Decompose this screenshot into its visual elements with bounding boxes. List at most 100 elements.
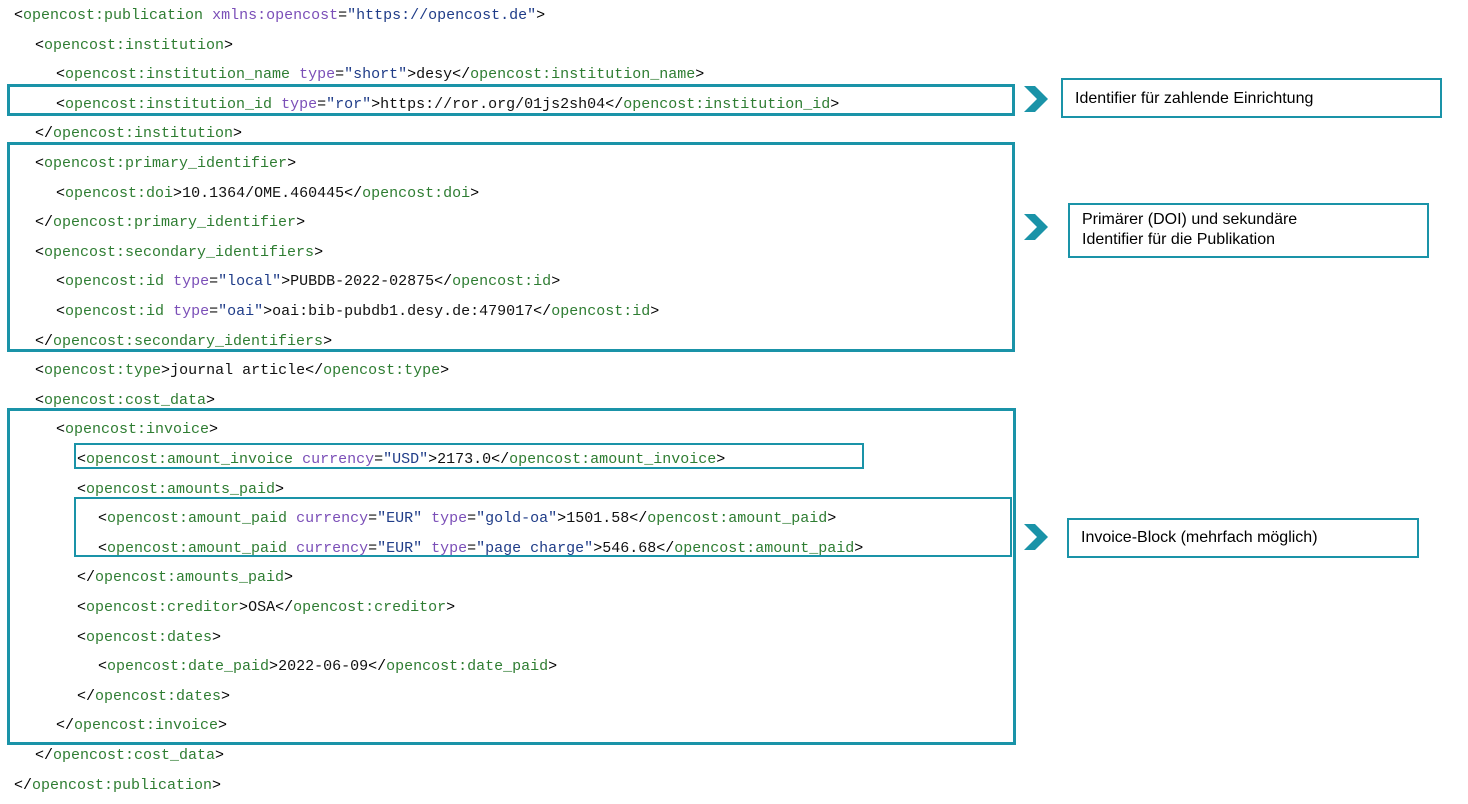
end-tag-close-bracket: > (854, 540, 864, 557)
tag-open-bracket: < (56, 96, 66, 113)
end-tag-close-bracket: > (548, 658, 558, 675)
code-line: <opencost:publication xmlns:opencost="ht… (14, 6, 545, 26)
code-line: <opencost:institution> (35, 36, 233, 56)
tag-name: opencost:primary_identifier (44, 155, 288, 172)
tag-name: opencost:institution_name (65, 66, 291, 83)
attribute-name: currency (302, 451, 375, 468)
tag-close-bracket: > (428, 451, 438, 468)
code-line: </opencost:dates> (77, 687, 230, 707)
equals-sign: = (209, 303, 219, 320)
attribute-value: "EUR" (377, 510, 423, 527)
tag-name: opencost:id (65, 273, 165, 290)
attribute-value: "page charge" (476, 540, 594, 557)
end-tag-close-bracket: > (650, 303, 660, 320)
attribute-value: "gold-oa" (476, 510, 558, 527)
code-line: <opencost:primary_identifier> (35, 154, 296, 174)
tag-open-bracket: < (77, 481, 87, 498)
code-line: <opencost:institution_name type="short">… (56, 65, 704, 85)
attribute-value: "https://opencost.de" (347, 7, 537, 24)
tag-close-bracket: > (206, 392, 216, 409)
end-tag-name: opencost:id (452, 273, 552, 290)
tag-close-bracket: > (296, 214, 306, 231)
tag-close-bracket: > (371, 96, 381, 113)
tag-name: opencost:institution_id (65, 96, 273, 113)
end-tag-close-bracket: > (716, 451, 726, 468)
tag-name: opencost:cost_data (44, 392, 207, 409)
code-line: <opencost:cost_data> (35, 391, 215, 411)
end-tag-name: opencost:date_paid (386, 658, 549, 675)
end-tag-close-bracket: > (440, 362, 450, 379)
tag-open-bracket: < (56, 273, 66, 290)
end-tag-name: opencost:doi (362, 185, 471, 202)
attribute-name: type (281, 96, 318, 113)
attribute-value: "local" (218, 273, 282, 290)
tag-name: opencost:publication (23, 7, 204, 24)
tag-name: opencost:amounts_paid (95, 569, 285, 586)
tag-name: opencost:primary_identifier (53, 214, 297, 231)
end-tag-open-bracket: </ (344, 185, 363, 202)
end-tag-name: opencost:amount_paid (674, 540, 855, 557)
attribute-name: type (173, 303, 210, 320)
tag-close-bracket: > (215, 747, 225, 764)
attribute-name: type (299, 66, 336, 83)
tag-close-bracket: > (287, 155, 297, 172)
tag-name: opencost:amount_paid (107, 540, 288, 557)
tag-name: opencost:invoice (74, 717, 219, 734)
chevron-right-icon (1024, 524, 1048, 550)
element-text: PUBDB-2022-02875 (290, 273, 435, 290)
code-line: </opencost:secondary_identifiers> (35, 332, 332, 352)
space (203, 7, 212, 24)
tag-close-bracket: > (557, 510, 567, 527)
attribute-name: xmlns:opencost (212, 7, 339, 24)
code-line: <opencost:creditor>OSA</opencost:credito… (77, 598, 455, 618)
end-tag-open-bracket: </ (656, 540, 675, 557)
code-line: <opencost:secondary_identifiers> (35, 243, 323, 263)
tag-name: opencost:doi (65, 185, 174, 202)
end-tag-open-bracket: </ (434, 273, 453, 290)
annotation-text-line-1: Primärer (DOI) und sekundäre (1082, 211, 1298, 228)
end-tag-open-bracket: </ (368, 658, 387, 675)
code-line: <opencost:date_paid>2022-06-09</opencost… (98, 657, 557, 677)
tag-close-bracket: > (212, 777, 222, 794)
code-line: <opencost:institution_id type="ror">http… (56, 95, 839, 115)
element-text: 1501.58 (566, 510, 630, 527)
tag-open-bracket: </ (77, 688, 96, 705)
attribute-name: currency (296, 510, 369, 527)
tag-close-bracket: > (407, 66, 417, 83)
code-line: <opencost:type>journal article</opencost… (35, 361, 449, 381)
tag-open-bracket: < (98, 510, 108, 527)
tag-open-bracket: </ (14, 777, 33, 794)
tag-close-bracket: > (212, 629, 222, 646)
equals-sign: = (209, 273, 219, 290)
element-text: oai:bib-pubdb1.desy.de:479017 (272, 303, 534, 320)
tag-close-bracket: > (284, 569, 294, 586)
tag-name: opencost:date_paid (107, 658, 270, 675)
tag-close-bracket: > (314, 244, 324, 261)
tag-name: opencost:dates (86, 629, 213, 646)
code-line: </opencost:institution> (35, 124, 242, 144)
tag-close-bracket: > (224, 37, 234, 54)
equals-sign: = (335, 66, 345, 83)
tag-close-bracket: > (275, 481, 285, 498)
space (290, 66, 299, 83)
tag-open-bracket: < (35, 155, 45, 172)
end-tag-name: opencost:id (551, 303, 651, 320)
end-tag-close-bracket: > (551, 273, 561, 290)
equals-sign: = (467, 510, 477, 527)
end-tag-open-bracket: </ (629, 510, 648, 527)
tag-name: opencost:cost_data (53, 747, 216, 764)
element-text: 10.1364/OME.460445 (182, 185, 345, 202)
equals-sign: = (317, 96, 327, 113)
attribute-value: "oai" (218, 303, 264, 320)
end-tag-open-bracket: </ (533, 303, 552, 320)
tag-open-bracket: < (77, 599, 87, 616)
attribute-value: "USD" (383, 451, 429, 468)
equals-sign: = (368, 540, 378, 557)
annotation-institution-id: Identifier für zahlende Einrichtung (1061, 78, 1442, 118)
chevron-right-icon (1024, 86, 1048, 112)
code-line: </opencost:cost_data> (35, 746, 224, 766)
attribute-value: "ror" (326, 96, 372, 113)
tag-close-bracket: > (269, 658, 279, 675)
end-tag-name: opencost:institution_id (623, 96, 831, 113)
tag-close-bracket: > (161, 362, 171, 379)
